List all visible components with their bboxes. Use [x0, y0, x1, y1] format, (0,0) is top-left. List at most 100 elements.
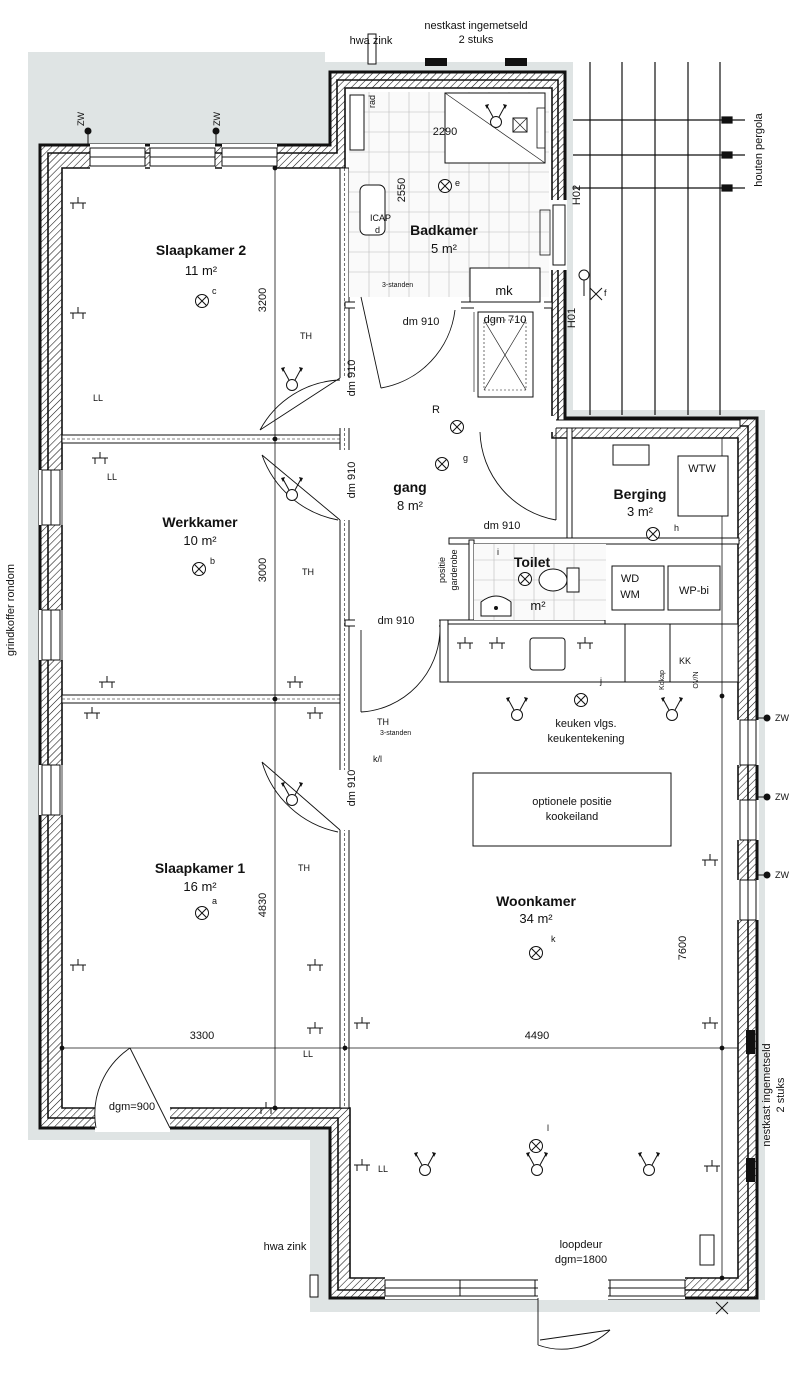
kitchen-island — [472, 772, 672, 847]
mk-label: mk — [495, 283, 513, 298]
wm-label: WM — [620, 589, 640, 601]
mark-b: b — [210, 556, 215, 566]
th-2: TH — [302, 567, 314, 577]
dim-7600: 7600 — [677, 936, 689, 960]
h02: H02 — [571, 185, 583, 205]
zw-5: ZW — [775, 870, 789, 880]
lamp-k — [529, 946, 543, 960]
zw-2: ZW — [212, 112, 222, 126]
dm910-berging: dm 910 — [484, 520, 521, 532]
positie-label: positie — [437, 557, 447, 583]
badkamer-area: 5 m² — [431, 241, 458, 256]
dgm710: dgm 710 — [484, 314, 527, 326]
mark-j: j — [599, 676, 602, 686]
rad-label: rad — [367, 95, 377, 108]
mark-i: i — [497, 547, 499, 557]
toilet-room — [474, 444, 729, 620]
gang-area: 8 m² — [397, 498, 424, 513]
dim-3000: 3000 — [257, 558, 269, 582]
lamp-b — [192, 562, 206, 576]
dm910-slaapkamer2: dm 910 — [346, 360, 358, 397]
loopdeur-2: dgm=1800 — [555, 1254, 607, 1266]
kookeiland-2: kookeiland — [546, 811, 599, 823]
mark-k: k — [551, 934, 556, 944]
gang-name: gang — [393, 479, 426, 495]
lamp-l — [529, 1139, 543, 1153]
dim-2290: 2290 — [433, 126, 457, 138]
nestkast-right-1: nestkast ingemetseld — [761, 1043, 773, 1146]
mark-e: e — [455, 178, 460, 188]
slaapkamer1-name: Slaapkamer 1 — [155, 860, 245, 876]
h01: H01 — [566, 308, 578, 328]
icap-label: ICAP — [370, 213, 391, 223]
ll-2: LL — [107, 472, 117, 482]
werkkamer-area: 10 m² — [183, 533, 217, 548]
th-3: TH — [298, 863, 310, 873]
berging-area: 3 m² — [627, 504, 654, 519]
mark-g: g — [463, 453, 468, 463]
ovn-label: OV/N — [693, 671, 700, 688]
dim-2550: 2550 — [396, 178, 408, 202]
bathroom-tiles — [349, 92, 551, 398]
ll-3: LL — [303, 1049, 313, 1059]
hwa-zink-bottom: hwa zink — [264, 1241, 307, 1253]
mark-l: l — [547, 1123, 549, 1133]
lamp-g — [435, 457, 449, 471]
woonkamer-area: 34 m² — [519, 911, 553, 926]
dm910-woon: dm 910 — [378, 615, 415, 627]
room-labels: Slaapkamer 2 11 m² Badkamer 5 m² Werkkam… — [155, 222, 667, 926]
mark-h: h — [674, 523, 679, 533]
lamp-c — [195, 294, 209, 308]
kookeiland-1: optionele positie — [532, 796, 612, 808]
toilet-area: m² — [530, 598, 546, 613]
dimension-labels: 2290 2550 3200 3000 4830 3300 4490 7600 … — [109, 126, 689, 1113]
hwa-zink-top: hwa zink — [350, 35, 393, 47]
dim-3200: 3200 — [257, 288, 269, 312]
dim-3300: 3300 — [190, 1030, 214, 1042]
kokap-label: Kokap — [659, 670, 666, 690]
lamp-r — [450, 420, 464, 434]
nestkast-top-2: 2 stuks — [459, 34, 494, 46]
dim-4830: 4830 — [257, 893, 269, 917]
slaapkamer1-area: 16 m² — [183, 879, 217, 894]
exterior-walls — [38, 58, 759, 1300]
r-label: R — [432, 404, 440, 416]
wd-label: WD — [621, 573, 639, 585]
annotations: nestkast ingemetseld 2 stuks hwa zink h o… — [5, 20, 789, 1266]
badkamer-name: Badkamer — [410, 222, 478, 238]
kl-label: k/l — [373, 754, 382, 764]
houten-pergola — [573, 62, 745, 415]
misc-symbols — [309, 33, 729, 1315]
keuken-2: keukentekening — [547, 733, 624, 745]
doors — [94, 296, 611, 1350]
nestkast-right-2: 2 stuks — [775, 1077, 787, 1112]
nestkast-top-1: nestkast ingemetseld — [424, 20, 527, 32]
dm910-bad: dm 910 — [403, 316, 440, 328]
lamp-h — [646, 527, 660, 541]
berging-name: Berging — [614, 486, 667, 502]
dm910-slaapkamer1: dm 910 — [346, 770, 358, 807]
dim-4490: 4490 — [525, 1030, 549, 1042]
zw-4: ZW — [775, 792, 789, 802]
lamp-a — [195, 906, 209, 920]
mark-a: a — [212, 896, 217, 906]
ll-1: LL — [93, 393, 103, 403]
mark-f: f — [604, 288, 607, 298]
slaapkamer2-area: 11 m² — [185, 263, 218, 278]
gravel-border — [28, 52, 765, 1312]
zw-3: ZW — [775, 713, 789, 723]
th-1: TH — [300, 331, 312, 341]
ll-4: LL — [378, 1164, 388, 1174]
garderobe-label: garderobe — [449, 549, 459, 590]
wtw-label: WTW — [688, 463, 716, 475]
slaapkamer2-name: Slaapkamer 2 — [156, 242, 246, 258]
mark-d: d — [375, 225, 380, 235]
toilet-name: Toilet — [514, 554, 551, 570]
keuken-1: keuken vlgs. — [555, 718, 616, 730]
kk-label: KK — [679, 656, 691, 666]
werkkamer-name: Werkkamer — [162, 514, 238, 530]
woonkamer-name: Woonkamer — [496, 893, 576, 909]
wp-bi-label: WP-bi — [679, 585, 709, 597]
lamp-e — [438, 179, 452, 193]
